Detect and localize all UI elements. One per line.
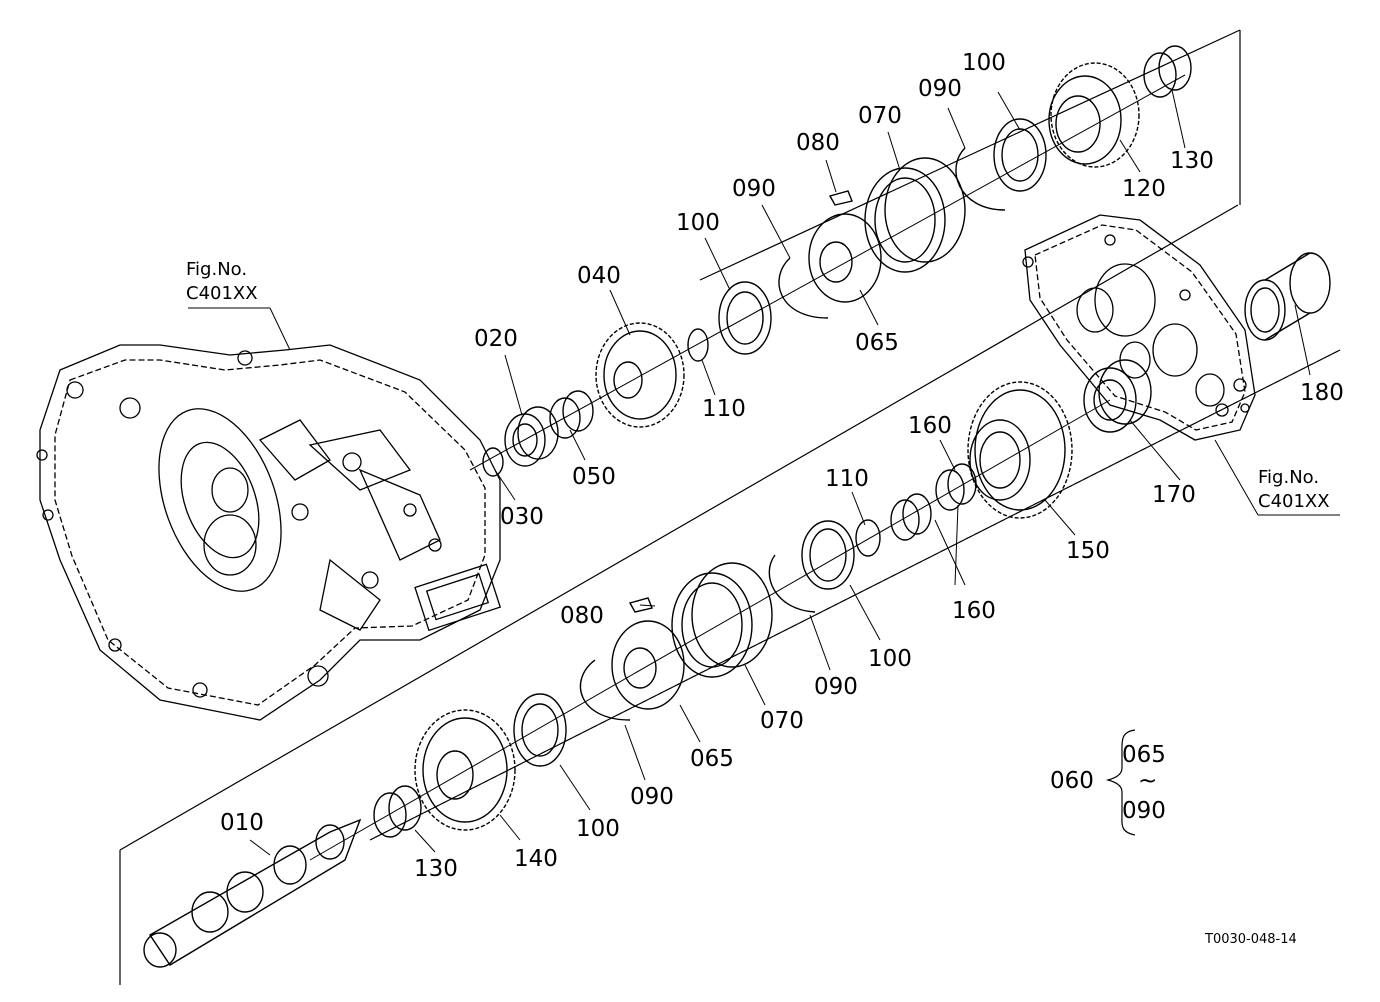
callout-050: 050	[572, 464, 616, 490]
callout-100-top-right: 100	[962, 50, 1006, 76]
part-065-bottom-hub	[612, 598, 684, 709]
callout-170: 170	[1152, 482, 1196, 508]
callout-090-mid: 090	[814, 674, 858, 700]
part-090-mid-spring	[769, 555, 815, 612]
callout-090-bottom: 090	[630, 784, 674, 810]
callout-080-bottom: 080	[560, 603, 604, 629]
part-010-main-shaft	[144, 820, 360, 967]
callout-100-mid: 100	[868, 646, 912, 672]
fig-ref-right: Fig.No. C401XX	[1258, 466, 1330, 515]
part-100-top-ring	[719, 282, 771, 354]
callout-065-top: 065	[855, 330, 899, 356]
part-090-bottom-spring	[580, 660, 630, 720]
callout-110-mid: 110	[825, 466, 869, 492]
callout-100-bottom: 100	[576, 816, 620, 842]
part-020-bearing	[505, 407, 558, 466]
part-070-top-sleeve	[865, 158, 965, 272]
part-065-top-hub	[809, 191, 881, 302]
part-130-top-needle-bearing	[1144, 46, 1191, 97]
callout-010: 010	[220, 810, 264, 836]
part-120-gear	[1049, 63, 1139, 167]
rear-cover-plate	[1023, 215, 1255, 440]
part-040-gear	[596, 323, 684, 427]
legend-range-tilde: ~	[1138, 768, 1158, 794]
legend-brace	[1108, 730, 1135, 835]
callout-120: 120	[1122, 176, 1166, 202]
part-170-bearing	[1084, 360, 1151, 432]
callout-130-bottom: 130	[414, 856, 458, 882]
callout-020: 020	[474, 326, 518, 352]
part-090-top-spring	[779, 258, 828, 318]
callout-090-top-right: 090	[918, 76, 962, 102]
callout-150: 150	[1066, 538, 1110, 564]
legend-assembly-number: 060	[1050, 768, 1094, 794]
part-150-gear	[968, 382, 1072, 518]
part-100-mid-ring	[802, 521, 854, 589]
fig-ref-right-line2: C401XX	[1258, 491, 1330, 513]
callout-160-bottom: 160	[952, 598, 996, 624]
part-030-snap-ring	[483, 448, 503, 476]
fig-ref-left: Fig.No. C401XX	[186, 258, 258, 307]
part-070-bottom-sleeve	[672, 563, 772, 677]
drawing-id: T0030-048-14	[1205, 932, 1297, 947]
part-160-needle-bearings	[891, 464, 976, 540]
leader-lines	[188, 90, 1340, 855]
callout-180: 180	[1300, 380, 1344, 406]
part-100-top-right-ring	[994, 119, 1046, 191]
callout-110-top: 110	[702, 396, 746, 422]
fig-ref-left-line2: C401XX	[186, 283, 258, 305]
part-140-gear	[415, 710, 515, 830]
axis-lines	[310, 75, 1185, 860]
part-050-needle-bearing	[550, 391, 593, 438]
part-100-bottom-ring	[514, 694, 566, 766]
callout-080-top: 080	[796, 130, 840, 156]
callout-070-bottom: 070	[760, 708, 804, 734]
legend-range-end: 090	[1122, 798, 1166, 824]
fig-ref-right-line1: Fig.No.	[1258, 467, 1320, 488]
callout-160-top: 160	[908, 413, 952, 439]
fig-ref-left-line1: Fig.No.	[186, 259, 248, 280]
part-130-bottom-needle-bearing	[374, 786, 421, 837]
callout-140: 140	[514, 846, 558, 872]
callout-040: 040	[577, 263, 621, 289]
callout-070-top: 070	[858, 103, 902, 129]
callout-090-top-left: 090	[732, 176, 776, 202]
transmission-case	[37, 345, 500, 720]
callout-065-bottom: 065	[690, 746, 734, 772]
part-110-mid-snap-ring	[856, 520, 880, 556]
callout-130-top: 130	[1170, 148, 1214, 174]
callout-030: 030	[500, 504, 544, 530]
part-090-top-right-spring	[956, 148, 1005, 210]
legend-range-start: 065	[1122, 742, 1166, 768]
part-180-sleeve	[1245, 253, 1330, 340]
part-110-top-snap-ring	[688, 329, 708, 361]
callout-100-top-left: 100	[676, 210, 720, 236]
